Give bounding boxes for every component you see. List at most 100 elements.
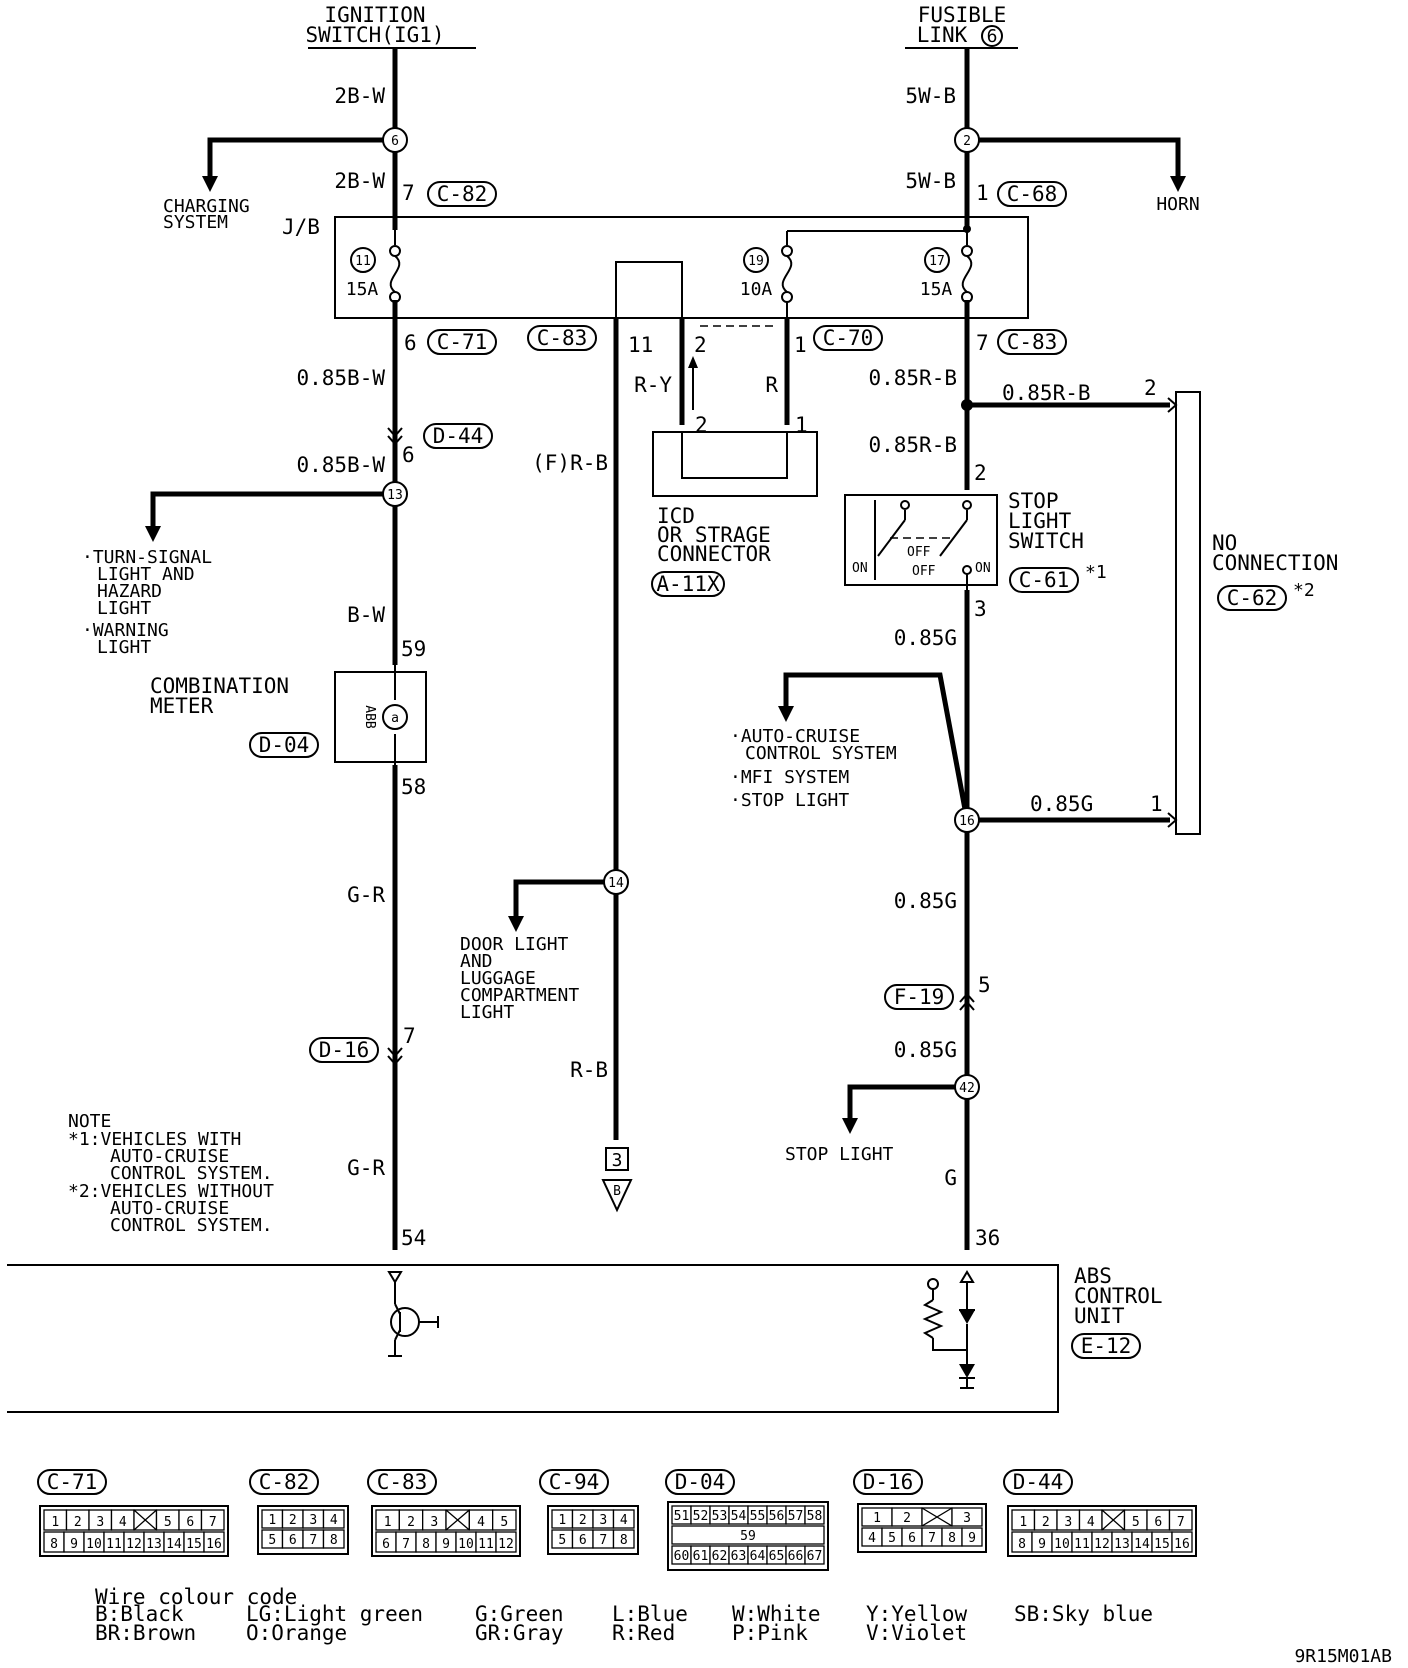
fusible-wire — [964, 48, 1186, 1250]
svg-text:R:Red: R:Red — [612, 1621, 675, 1645]
svg-text:14: 14 — [608, 876, 624, 891]
connector-c61-tag: C-61 *1 — [1009, 562, 1107, 593]
svg-text:LIGHT: LIGHT — [460, 1002, 514, 1023]
svg-text:15A: 15A — [920, 279, 953, 300]
connector-pin-number: 7 — [928, 1531, 936, 1546]
fuse-11: 11 15A — [346, 247, 379, 300]
svg-text:HAZARD: HAZARD — [97, 581, 162, 602]
svg-text:DOOR LIGHT: DOOR LIGHT — [460, 934, 569, 955]
connector-c83-tag-right: C-83 — [997, 329, 1067, 355]
svg-text:D-16: D-16 — [863, 1470, 914, 1494]
wire-label: 5W-B — [905, 84, 956, 108]
svg-text:A-11X: A-11X — [656, 572, 720, 596]
svg-text:NO: NO — [1212, 531, 1237, 555]
connector-pin-number: 15 — [1154, 1537, 1170, 1552]
wire-label: 0.85R-B — [868, 366, 957, 390]
connector-pin-number: 9 — [1038, 1537, 1046, 1552]
svg-text:*2: *2 — [1293, 580, 1315, 601]
ignition-switch-label: IGNITION SWITCH(IG1) — [305, 3, 476, 49]
connector-pin — [612, 1529, 635, 1549]
pin-label: 1 — [794, 333, 807, 357]
connector-pin-number: 2 — [1042, 1515, 1050, 1530]
svg-text:NOTE: NOTE — [68, 1111, 111, 1132]
svg-text:BR:Brown: BR:Brown — [95, 1621, 196, 1645]
svg-text:Y:Yellow: Y:Yellow — [866, 1602, 968, 1626]
svg-text:C-83: C-83 — [1007, 330, 1058, 354]
horn-label: HORN — [1156, 194, 1199, 215]
connector-pin-number: 4 — [477, 1515, 485, 1530]
svg-text:W:White: W:White — [732, 1602, 821, 1626]
svg-text:D-16: D-16 — [319, 1038, 370, 1062]
pin-label: 11 — [628, 333, 653, 357]
svg-text:*2:VEHICLES WITHOUT: *2:VEHICLES WITHOUT — [68, 1181, 274, 1202]
svg-text:METER: METER — [150, 694, 214, 718]
connector-pin-number: 13 — [146, 1537, 162, 1552]
svg-text:C-61: C-61 — [1019, 568, 1070, 592]
connector-pin-number: 16 — [206, 1537, 222, 1552]
wire-colour-legend: Wire colour code B:Black BR:Brown LG:Lig… — [95, 1585, 1153, 1645]
connector-pin-number: 12 — [126, 1537, 142, 1552]
connector-pin-number: 8 — [422, 1537, 430, 1552]
connector-pin-number: 13 — [1114, 1537, 1130, 1552]
connector-pin-number: 6 — [908, 1531, 916, 1546]
svg-text:C-82: C-82 — [259, 1470, 310, 1494]
wire-label: 0.85G — [894, 889, 957, 913]
svg-text:V:Violet: V:Violet — [866, 1621, 967, 1645]
door-light-label: DOOR LIGHT AND LUGGAGE COMPARTMENT LIGHT — [460, 934, 579, 1023]
combination-meter: a ABB — [334, 665, 427, 768]
figure-code: 9R15M01AB — [1294, 1646, 1392, 1667]
connector-pin-number: 8 — [50, 1537, 58, 1552]
connector-pin-number: 3 — [309, 1513, 317, 1528]
connector-pin-number: 15 — [186, 1537, 202, 1552]
wire-label: G-R — [347, 1156, 385, 1180]
svg-text:LIGHT AND: LIGHT AND — [97, 564, 195, 585]
connector-pin-number: 5 — [1132, 1515, 1140, 1530]
pin-label: 1 — [976, 181, 989, 205]
connector-pin — [203, 1531, 225, 1553]
svg-text:P:Pink: P:Pink — [732, 1621, 808, 1645]
svg-text:·AUTO-CRUISE: ·AUTO-CRUISE — [730, 726, 860, 747]
connector-pin — [671, 1525, 825, 1545]
connector-pin-number: 2 — [903, 1511, 911, 1526]
connector-c82-tag: C-82 — [427, 181, 497, 207]
pin-label: 2 — [974, 461, 987, 485]
connector-pin-number: 61 — [693, 1549, 709, 1564]
fusible-link-label: FUSIBLE LINK 6 — [905, 3, 1018, 49]
svg-text:CONTROL SYSTEM.: CONTROL SYSTEM. — [110, 1163, 273, 1184]
wire-label: R-Y — [634, 373, 672, 397]
svg-text:L:Blue: L:Blue — [612, 1602, 688, 1626]
svg-text:ICD: ICD — [657, 504, 695, 528]
connector-c71-tag: C-71 — [427, 329, 497, 355]
wire-label: 2B-W — [334, 169, 385, 193]
svg-text:ABB: ABB — [362, 705, 377, 729]
connector-pin-number: 11 — [478, 1537, 494, 1552]
connector-pin-number: 51 — [674, 1509, 690, 1524]
connector-pin-number: 9 — [442, 1537, 450, 1552]
svg-text:C-83: C-83 — [377, 1470, 428, 1494]
connector-d04-tag: D-04 — [249, 732, 319, 758]
svg-text:AUTO-CRUISE: AUTO-CRUISE — [110, 1146, 229, 1167]
pin-label: 3 — [974, 597, 987, 621]
svg-text:15A: 15A — [346, 279, 379, 300]
svg-text:17: 17 — [929, 254, 945, 269]
svg-text:C-82: C-82 — [437, 182, 488, 206]
no-connection-label: NO CONNECTION — [1212, 531, 1338, 575]
wire-label: (F)R-B — [532, 451, 608, 475]
wire-label: 0.85B-W — [296, 453, 385, 477]
svg-text:SB:Sky blue: SB:Sky blue — [1014, 1602, 1153, 1626]
connector-pin-number: 9 — [968, 1531, 976, 1546]
svg-text:CONNECTION: CONNECTION — [1212, 551, 1338, 575]
connector-pin-number: 59 — [740, 1529, 756, 1544]
blank-pin-mark — [921, 1507, 953, 1527]
connector-pin-number: 5 — [500, 1515, 508, 1530]
connector-pin-number: 2 — [74, 1515, 82, 1530]
pin-label: 7 — [403, 1024, 416, 1048]
pin-label: 1 — [795, 413, 808, 437]
svg-text:OR STRAGE: OR STRAGE — [657, 523, 771, 547]
connector-pin — [804, 1545, 825, 1565]
abs-control-unit — [7, 1264, 1059, 1413]
wire-label: 0.85G — [894, 626, 957, 650]
auto-cruise-label: ·AUTO-CRUISE CONTROL SYSTEM ·MFI SYSTEM … — [730, 726, 897, 811]
